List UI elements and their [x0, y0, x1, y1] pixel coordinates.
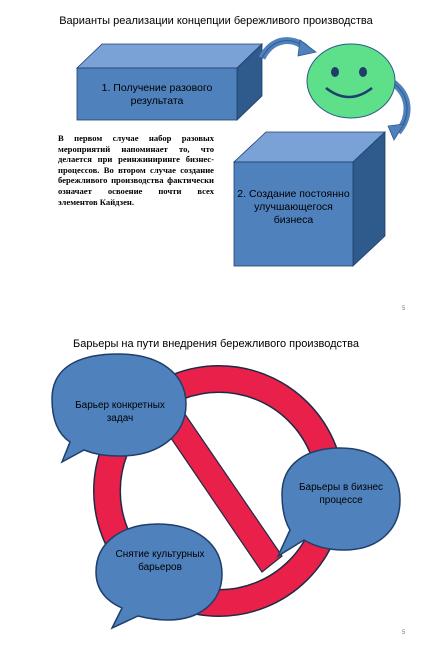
slide-title: Барьеры на пути внедрения бережливого пр…	[73, 338, 359, 350]
page-number: 5	[402, 630, 406, 636]
description-paragraph: В первом случае набор разовых мероприяти…	[58, 133, 214, 207]
page-number: 5	[402, 306, 406, 312]
box-2-label: 2. Создание постоянно улучшающегося бизн…	[237, 188, 350, 226]
box-1	[76, 43, 263, 121]
speech-bubble	[95, 523, 223, 630]
box-1-label: 1. Получение разового результата	[101, 82, 213, 107]
slide-title: Варианты реализации концепции бережливог…	[59, 15, 373, 27]
curved-arrow-icon	[387, 79, 411, 141]
bubble-top-left-label: Барьер конкретных задач	[75, 400, 165, 424]
slide1-graphics	[76, 37, 411, 267]
bubble-bottom-label: Снятие культурных барьеров	[115, 549, 205, 573]
speech-bubble	[51, 353, 187, 464]
slide-1: Варианты реализации концепции бережливог…	[58, 15, 411, 312]
box-2	[232, 131, 387, 267]
curved-arrow-icon	[258, 37, 317, 60]
bubble-right-label: Барьеры в бизнес процессе	[298, 482, 384, 506]
slide2-graphics	[51, 353, 401, 630]
smiley-icon	[306, 43, 396, 119]
slide-2: Барьеры на пути внедрения бережливого пр…	[0, 324, 432, 648]
speech-bubble	[276, 447, 401, 558]
